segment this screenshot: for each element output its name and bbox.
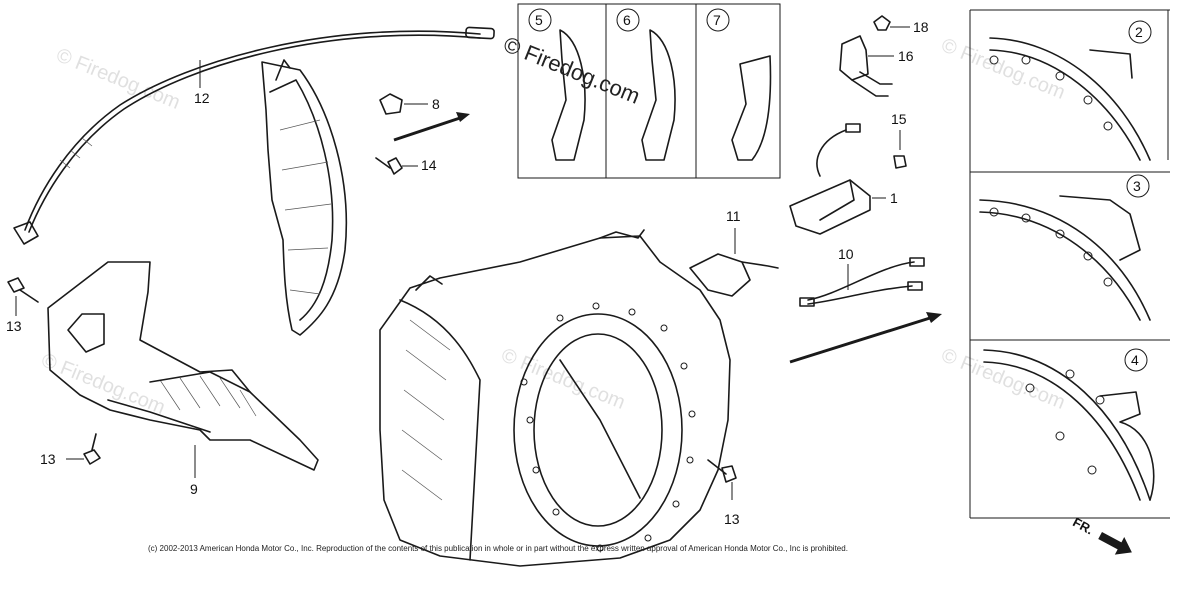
watermark-faint: © Firedog.com [53, 44, 183, 114]
inset-panel-234 [969, 9, 1170, 519]
circle-marker-7 [706, 8, 730, 32]
callout-5: 5 [535, 12, 543, 28]
callout-2: 2 [1135, 24, 1143, 40]
screw-part-14 [375, 157, 418, 175]
circle-marker-3 [1126, 174, 1150, 198]
direction-arrow-large [789, 312, 942, 364]
callout-13-center: 13 [724, 511, 740, 527]
screw-part-15 [893, 130, 907, 169]
front-direction-marker: FR. [1070, 514, 1132, 555]
wire-harness-part-10 [799, 257, 925, 307]
watermark-faint: © Firedog.com [38, 349, 168, 419]
bolt-part-13-bottom [66, 433, 101, 465]
circle-marker-6 [616, 8, 640, 32]
callout-11: 11 [726, 208, 741, 224]
bolt-part-13-top [7, 277, 39, 316]
cable-part-12 [13, 26, 495, 245]
shroud-cover [261, 59, 348, 336]
callout-13-left: 13 [6, 318, 22, 334]
callout-7: 7 [713, 12, 721, 28]
clip-part-8 [379, 93, 428, 115]
guide-plate-part-9 [47, 261, 319, 471]
callout-15: 15 [891, 111, 907, 127]
inset-panel-567 [517, 3, 781, 179]
callout-4: 4 [1131, 352, 1139, 368]
circle-marker-2 [1128, 20, 1152, 44]
watermark-faint: © Firedog.com [498, 344, 628, 414]
callout-14: 14 [421, 157, 437, 173]
switch-part-11 [689, 228, 779, 297]
callout-9: 9 [190, 481, 198, 497]
callout-3: 3 [1133, 178, 1141, 194]
module-part-1 [789, 123, 886, 235]
bolt-part-13-center [707, 459, 737, 500]
fan-housing [379, 229, 731, 567]
callout-12: 12 [194, 90, 210, 106]
direction-arrow [393, 112, 470, 142]
circle-marker-5 [528, 8, 552, 32]
callout-8: 8 [432, 96, 440, 112]
callout-1: 1 [890, 190, 898, 206]
screw-part-18 [873, 15, 910, 31]
callout-18: 18 [913, 19, 929, 35]
coil-part-16 [839, 35, 894, 97]
watermark-faint: © Firedog.com [938, 34, 1068, 104]
watermark-main: © Firedog.com [500, 31, 643, 108]
callout-10: 10 [838, 246, 854, 262]
callout-6: 6 [623, 12, 631, 28]
callout-13-bottom-left: 13 [40, 451, 56, 467]
callout-16: 16 [898, 48, 914, 64]
watermark-faint: © Firedog.com [938, 344, 1068, 414]
circle-marker-4 [1124, 348, 1148, 372]
copyright-notice: (c) 2002-2013 American Honda Motor Co., … [148, 544, 848, 553]
